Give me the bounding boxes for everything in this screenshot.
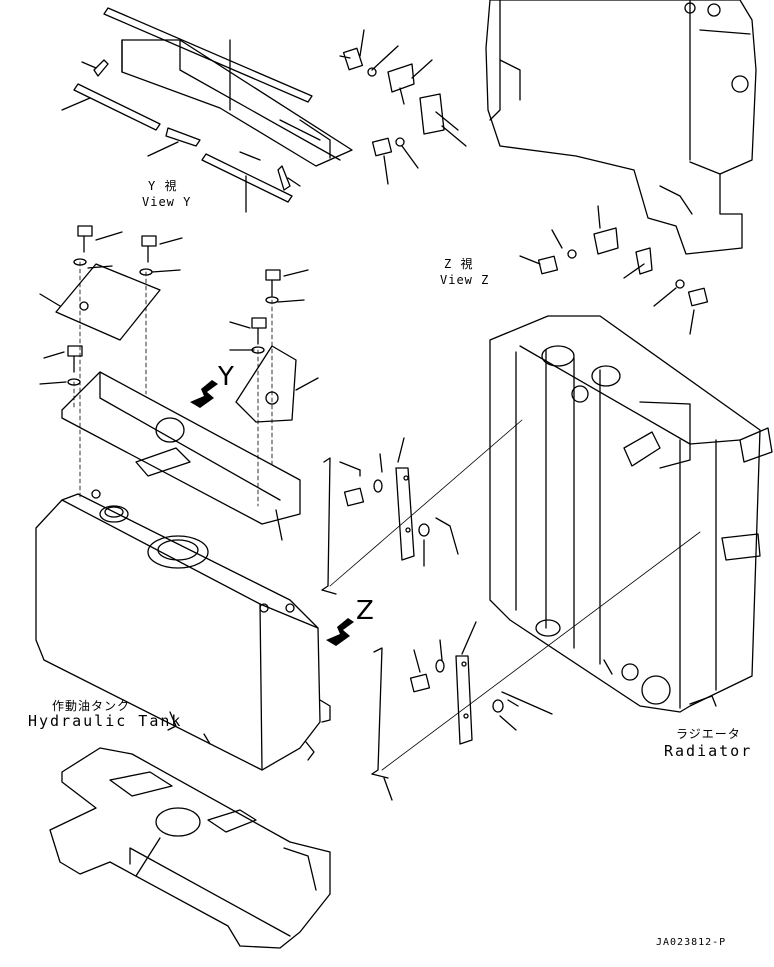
view-z-label-en: View Z [440,273,490,287]
arrow-z-letter: Z [356,596,374,626]
base-frame-drawing [49,747,331,949]
view-z-lower-brackets [519,205,709,335]
hydraulic-tank-label-jp: 作動油タンク [52,699,131,713]
cover-assembly [39,225,319,541]
rod-brackets [321,419,701,801]
view-z-bracket-set [339,29,467,185]
hydraulic-tank-label-en: Hydraulic Tank [28,712,183,730]
arrow-y-letter: Y [218,362,234,392]
radiator-label-jp: ラジエータ [676,727,741,741]
radiator-drawing [489,315,773,713]
view-z-label-jp: Z 視 [444,257,474,271]
hydraulic-tank-drawing [35,489,331,771]
engine-frame [485,0,757,255]
view-y-cover-assembly [61,7,353,213]
drawing-code: JA023812-P [656,937,727,948]
view-y-label-en: View Y [142,195,192,209]
radiator-label-en: Radiator [664,742,753,760]
view-y-label-jp: Y 視 [148,179,178,193]
view-arrows [190,380,354,646]
